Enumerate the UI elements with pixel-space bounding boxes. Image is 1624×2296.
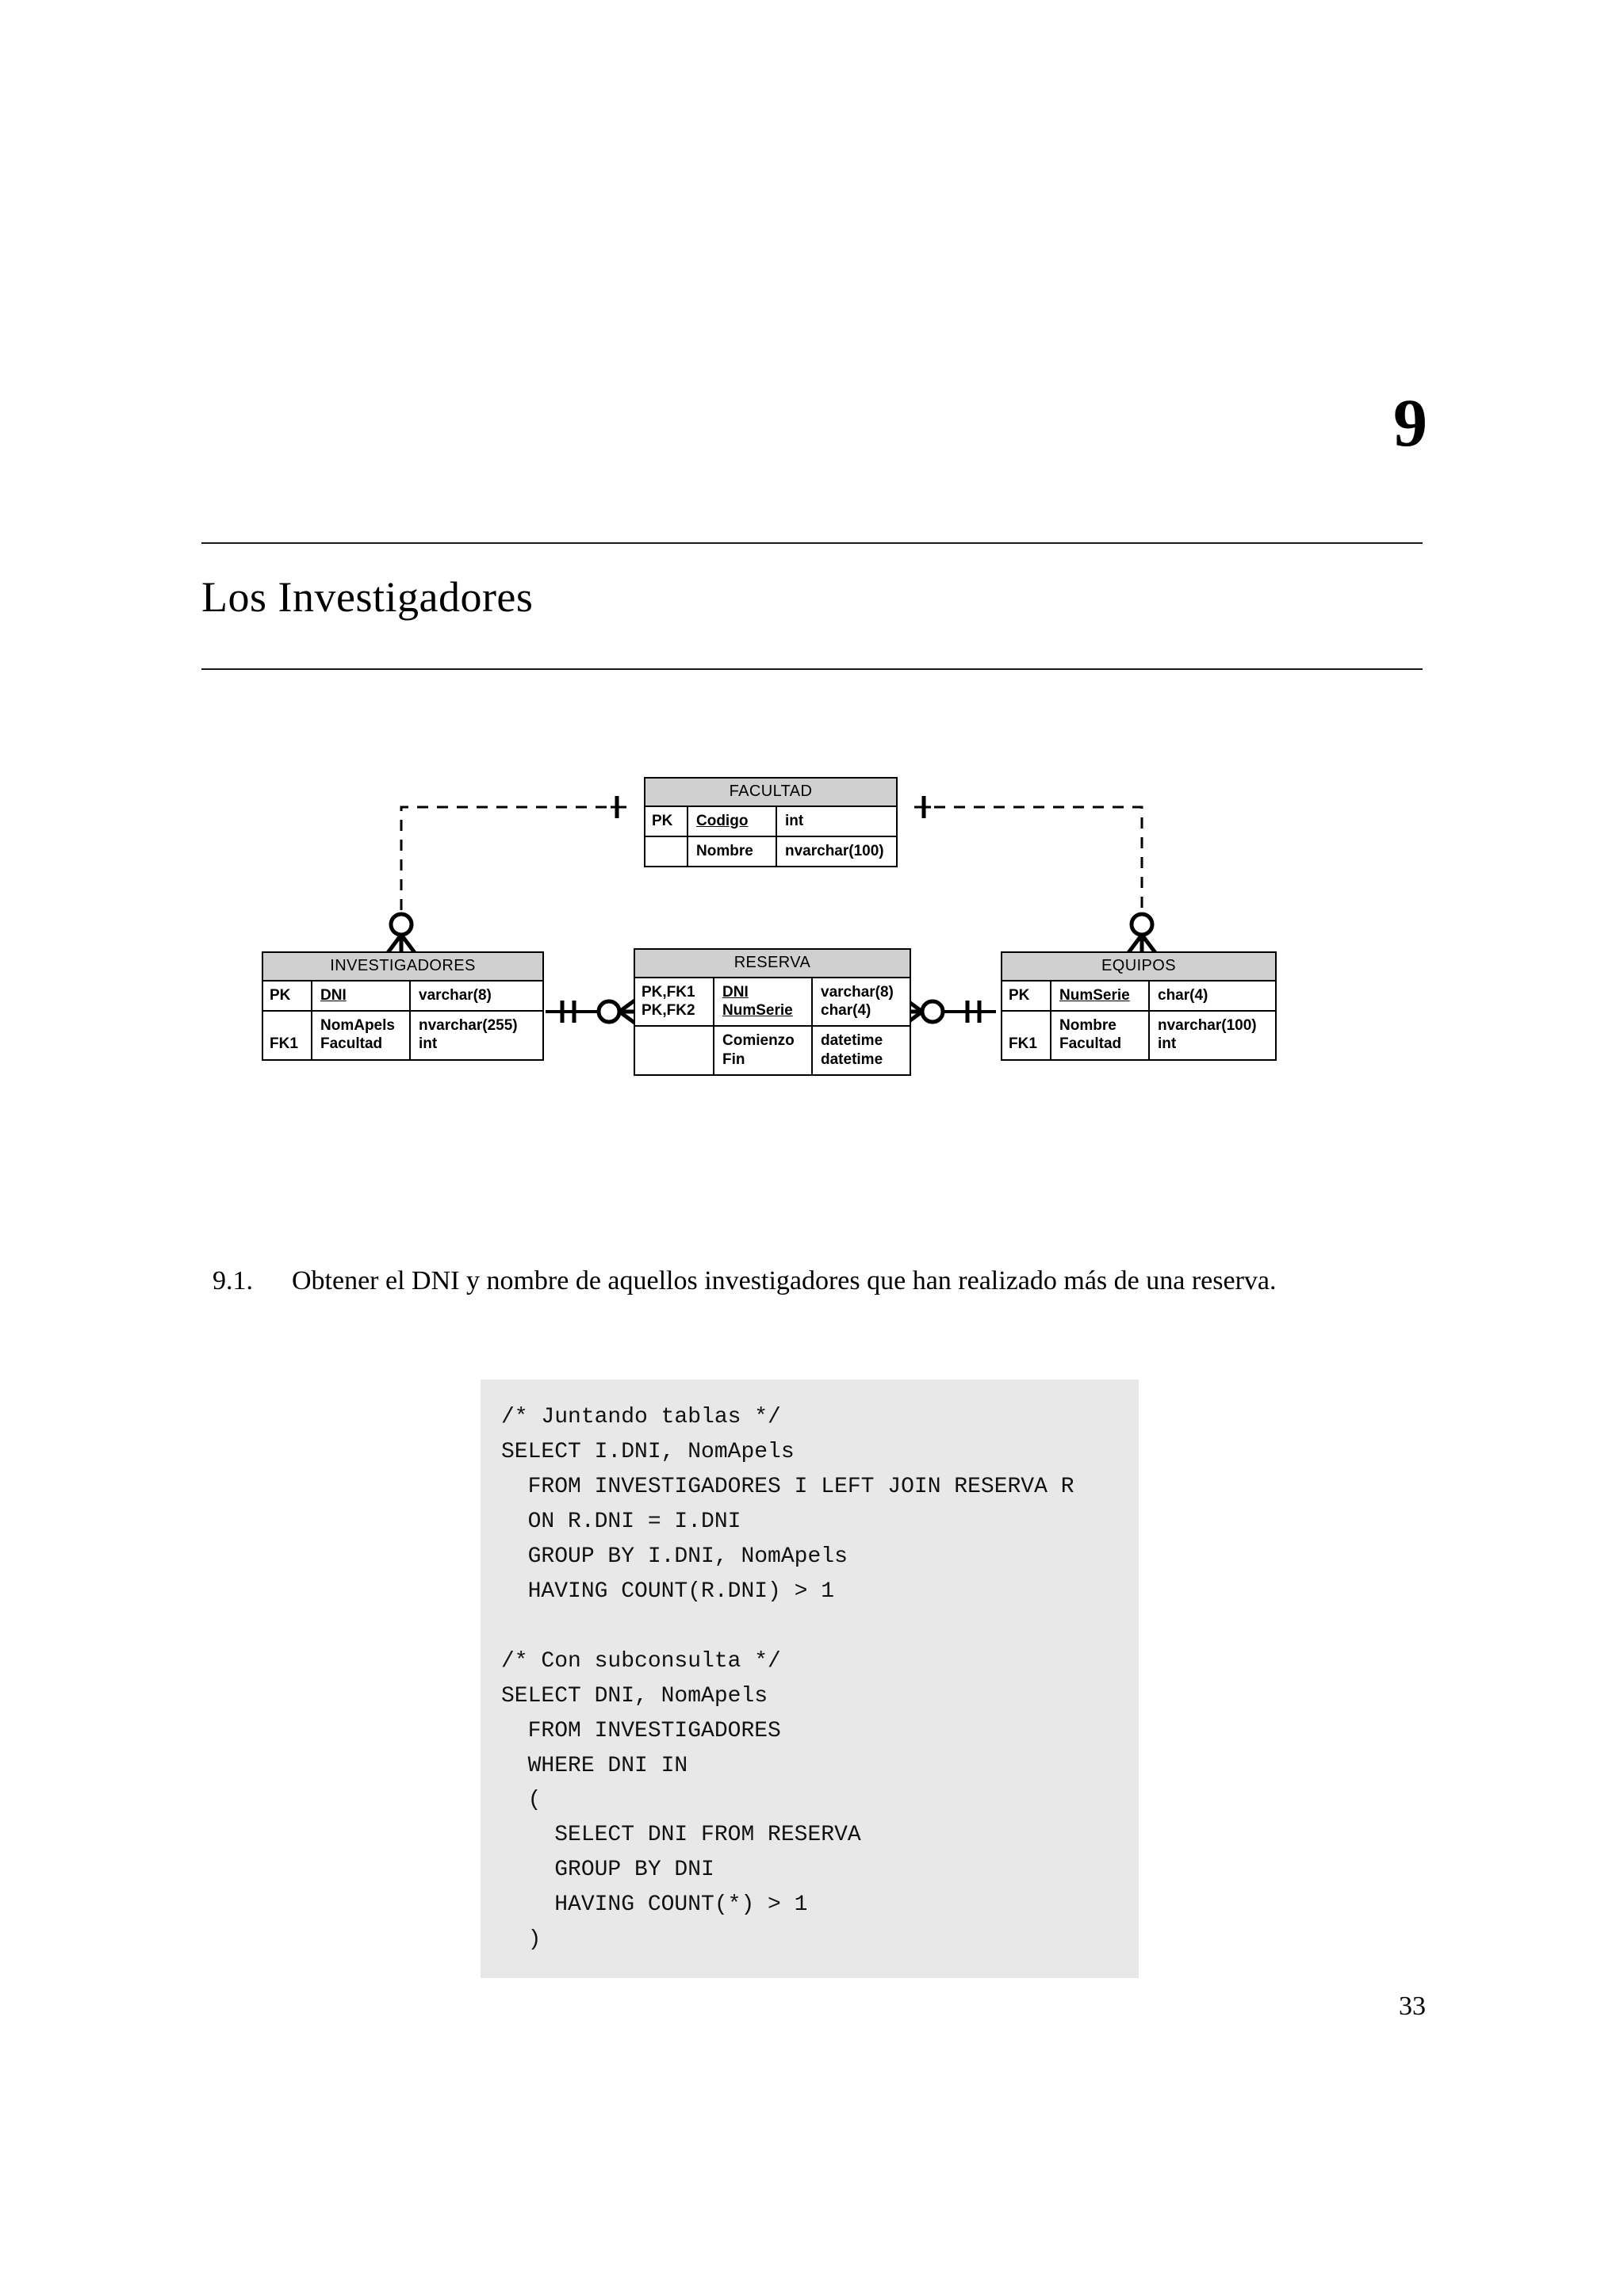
relationship-facultad-investigadores — [385, 796, 626, 955]
entity-key-section: PK NumSerie char(4) — [1002, 982, 1275, 1012]
attribute-type: datetime — [821, 1032, 883, 1050]
attribute-type: char(4) — [1158, 987, 1208, 1004]
key-label: FK1 — [270, 1035, 298, 1053]
key-cell: FK1 — [263, 1012, 312, 1059]
name-cell: Nombre Facultad — [1051, 1012, 1150, 1059]
attribute-type: int — [419, 1035, 438, 1053]
relationship-reserva-equipos — [903, 997, 996, 1027]
key-cell: FK1 — [1002, 1012, 1051, 1059]
key-label: FK1 — [1009, 1035, 1037, 1053]
key-label: PK — [1009, 987, 1030, 1004]
type-cell: nvarchar(255) int — [411, 1012, 542, 1058]
key-cell: PK — [263, 982, 312, 1011]
key-cell — [645, 837, 688, 867]
attribute-name: NomApels — [320, 1017, 395, 1035]
attribute-type: nvarchar(255) — [419, 1017, 518, 1035]
type-cell: char(4) — [1150, 982, 1275, 1010]
entity-facultad[interactable]: FACULTAD PK Codigo int Nombre — [644, 777, 898, 868]
type-cell: varchar(8) char(4) — [813, 978, 910, 1025]
entity-attr-section: Comienzo Fin datetime datetime — [635, 1027, 910, 1074]
attribute-name: DNI — [722, 984, 749, 1001]
name-cell: DNI — [312, 982, 411, 1011]
entity-attr-section: FK1 Nombre Facultad nvarchar(100) int — [1002, 1012, 1275, 1059]
exercise-text: Obtener el DNI y nombre de aquellos inve… — [292, 1266, 1277, 1295]
attribute-name: Codigo — [696, 813, 749, 829]
entity-reserva[interactable]: RESERVA PK,FK1 PK,FK2 DNI NumSerie varch… — [634, 948, 911, 1076]
entity-attr-section: Nombre nvarchar(100) — [645, 837, 896, 867]
key-cell: PK — [645, 807, 688, 836]
key-cell: PK,FK1 PK,FK2 — [635, 978, 714, 1026]
chapter-number: 9 — [1393, 385, 1427, 461]
type-cell: varchar(8) — [411, 982, 542, 1010]
attribute-type: int — [785, 813, 804, 829]
name-cell: Comienzo Fin — [714, 1027, 813, 1074]
attribute-name: Nombre — [1059, 1017, 1116, 1035]
attribute-type: varchar(8) — [419, 987, 492, 1004]
entity-title: INVESTIGADORES — [263, 953, 542, 982]
attribute-name: NumSerie — [722, 1002, 793, 1020]
entity-key-section: PK DNI varchar(8) — [263, 982, 542, 1012]
key-cell — [635, 1027, 714, 1074]
key-label: PK,FK2 — [642, 1002, 695, 1020]
attribute-name: Facultad — [320, 1035, 383, 1053]
exercise-number: 9.1. — [213, 1266, 253, 1295]
er-diagram: FACULTAD PK Codigo int Nombre — [0, 761, 1624, 1126]
key-label: PK — [270, 987, 291, 1004]
attribute-type: varchar(8) — [821, 984, 894, 1001]
attribute-type: nvarchar(100) — [785, 843, 884, 860]
entity-key-section: PK Codigo int — [645, 807, 896, 838]
key-cell: PK — [1002, 982, 1051, 1011]
entity-title: RESERVA — [635, 950, 910, 978]
exercise-item: 9.1. Obtener el DNI y nombre de aquellos… — [213, 1261, 1346, 1302]
key-label: PK — [652, 813, 673, 829]
er-connectors — [385, 796, 1158, 1027]
attribute-name: Comienzo — [722, 1032, 795, 1050]
header-rule-bottom — [201, 668, 1423, 670]
sql-code-block: /* Juntando tablas */ SELECT I.DNI, NomA… — [481, 1380, 1139, 1979]
entity-title: EQUIPOS — [1002, 953, 1275, 982]
name-cell: Nombre — [688, 837, 777, 867]
entity-key-section: PK,FK1 PK,FK2 DNI NumSerie varchar(8) ch… — [635, 978, 910, 1027]
type-cell: int — [777, 807, 896, 836]
attribute-type: datetime — [821, 1050, 883, 1068]
attribute-name: Facultad — [1059, 1035, 1122, 1053]
entity-attr-section: FK1 NomApels Facultad nvarchar(255) int — [263, 1012, 542, 1059]
type-cell: datetime datetime — [813, 1027, 910, 1073]
name-cell: DNI NumSerie — [714, 978, 813, 1026]
attribute-type: int — [1158, 1035, 1177, 1053]
attribute-name: Fin — [722, 1050, 745, 1068]
attribute-name: Nombre — [696, 843, 753, 860]
type-cell: nvarchar(100) — [777, 837, 896, 866]
type-cell: nvarchar(100) int — [1150, 1012, 1275, 1058]
page-number: 33 — [1399, 1992, 1426, 2021]
name-cell: NumSerie — [1051, 982, 1150, 1011]
entity-title: FACULTAD — [645, 779, 896, 807]
name-cell: Codigo — [688, 807, 777, 836]
entity-investigadores[interactable]: INVESTIGADORES PK DNI varchar(8) FK1 — [262, 951, 544, 1061]
key-label: PK,FK1 — [642, 984, 695, 1001]
attribute-type: nvarchar(100) — [1158, 1017, 1257, 1035]
attribute-type: char(4) — [821, 1002, 871, 1020]
entity-equipos[interactable]: EQUIPOS PK NumSerie char(4) FK1 Nombr — [1001, 951, 1277, 1061]
chapter-title: Los Investigadores — [201, 573, 534, 621]
header-rule-top — [201, 542, 1423, 544]
attribute-name: NumSerie — [1059, 987, 1130, 1004]
attribute-name: DNI — [320, 987, 347, 1004]
relationship-facultad-equipos — [914, 796, 1158, 955]
name-cell: NomApels Facultad — [312, 1012, 411, 1059]
relationship-investigadores-reserva — [546, 997, 638, 1027]
